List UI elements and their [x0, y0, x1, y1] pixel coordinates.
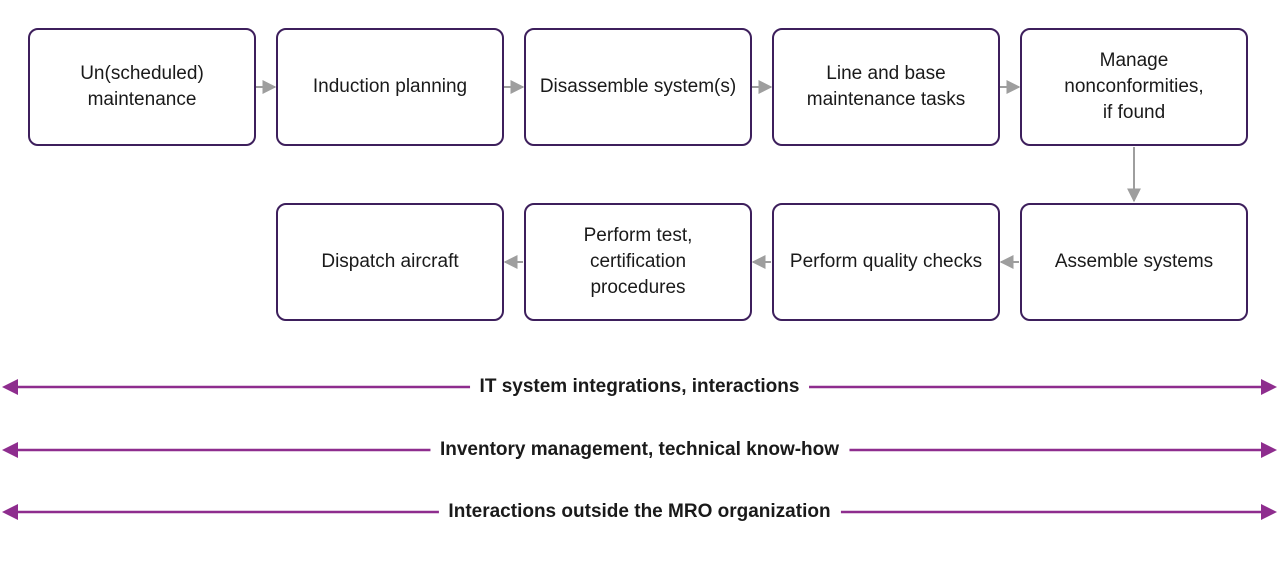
step-induction-planning: Induction planning	[276, 28, 504, 146]
step-assemble-systems: Assemble systems	[1020, 203, 1248, 321]
band-label: IT system integrations, interactions	[469, 376, 810, 398]
step-line-base-maintenance: Line and base maintenance tasks	[772, 28, 1000, 146]
step-manage-nonconformities: Manage nonconformities, if found	[1020, 28, 1248, 146]
step-perform-test-certification: Perform test, certification procedures	[524, 203, 752, 321]
step-label: Manage nonconformities, if found	[1064, 50, 1204, 123]
step-label: Line and base maintenance tasks	[806, 63, 966, 110]
step-label: Induction planning	[312, 76, 468, 97]
band-label: Interactions outside the MRO organizatio…	[438, 501, 841, 523]
step-label: Perform test, certification procedures	[583, 225, 693, 298]
step-label: Perform quality checks	[789, 251, 983, 272]
band-inventory-management: Inventory management, technical know-how	[0, 435, 1279, 465]
step-perform-quality-checks: Perform quality checks	[772, 203, 1000, 321]
step-label: Assemble systems	[1054, 251, 1214, 272]
step-dispatch-aircraft: Dispatch aircraft	[276, 203, 504, 321]
band-label: Inventory management, technical know-how	[429, 439, 850, 461]
band-interactions-outside-mro: Interactions outside the MRO organizatio…	[0, 497, 1279, 527]
step-disassemble-systems: Disassemble system(s)	[524, 28, 752, 146]
step-unscheduled-maintenance: Un(scheduled) maintenance	[28, 28, 256, 146]
step-label: Dispatch aircraft	[321, 251, 459, 272]
band-it-system-integrations: IT system integrations, interactions	[0, 372, 1279, 402]
step-label: Disassemble system(s)	[539, 76, 737, 97]
step-label: Un(scheduled) maintenance	[80, 63, 204, 110]
